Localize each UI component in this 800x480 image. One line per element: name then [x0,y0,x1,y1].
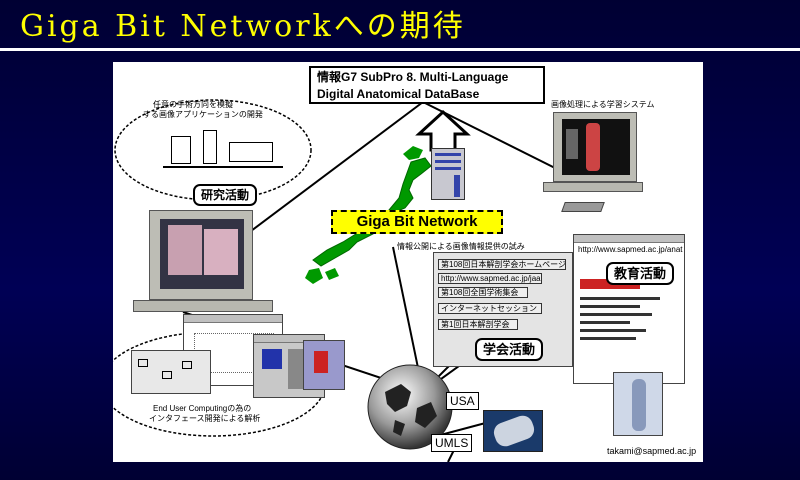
title-divider [0,48,800,51]
academic-webpage: 第108回日本解剖学会ホームページ http://www.sapmed.ac.j… [433,252,573,367]
enduser-screen-3 [303,340,345,390]
diagram-panel: 情報G7 SubPro 8. Multi-Language Digital An… [113,62,703,462]
anatomy-figure-thumbnail [613,372,663,436]
right-workstation-base [543,182,643,192]
academic-link-3[interactable]: 第108回全国学術集会 [438,287,528,298]
anatomy-image [483,410,543,452]
lab-equipment-sketch [163,126,283,176]
usa-label: USA [446,392,479,410]
right-monitor-screen [562,119,630,175]
academic-link-5[interactable]: 第1回日本解剖学会 [438,319,518,330]
database-label: 情報G7 SubPro 8. Multi-Language Digital An… [309,66,545,104]
research-label: 研究活動 [193,184,258,206]
left-monitor-screen [160,219,244,289]
hokkaido-map [403,146,423,160]
left-workstation-base [133,300,273,312]
enduser-note-line1: End User Computingの為の [153,404,252,413]
enduser-screen-4 [131,350,211,394]
upload-arrow [415,109,471,152]
education-note: 画像処理による学習システム [551,100,655,109]
academic-caption: 情報公開による画像情報提供の試み [397,242,525,251]
globe-icon [367,364,453,450]
right-workstation-monitor [553,112,637,182]
academic-label: 学会活動 [475,338,544,361]
network-label: Giga Bit Network [331,210,503,234]
left-workstation-monitor [149,210,253,300]
database-title-line1: 情報G7 SubPro 8. Multi-Language [317,70,509,84]
server-icon [431,148,465,200]
research-note-line1: 任意の手術方向を模擬 [153,100,233,109]
education-label: 教育活動 [606,262,675,285]
research-note-line2: する画像アプリケーションの開発 [143,110,263,119]
slide-title: Giga Bit Networkへの期待 [20,9,466,44]
database-title-line2: Digital Anatomical DataBase [317,87,480,101]
education-url: http://www.sapmed.ac.jp/anat [578,245,683,254]
academic-link-1[interactable]: 第108回日本解剖学会ホームページ [438,259,566,270]
academic-link-4[interactable]: インターネットセッション [438,303,542,314]
education-webpage: http://www.sapmed.ac.jp/anat [573,234,685,384]
academic-link-2[interactable]: http://www.sapmed.ac.jp/jaa [438,273,542,284]
umls-label: UMLS [431,434,473,452]
contact-email[interactable]: takami@sapmed.ac.jp [607,446,697,456]
keyboard-icon [561,202,605,212]
enduser-note-line2: インタフェース開発による解析 [149,414,261,423]
